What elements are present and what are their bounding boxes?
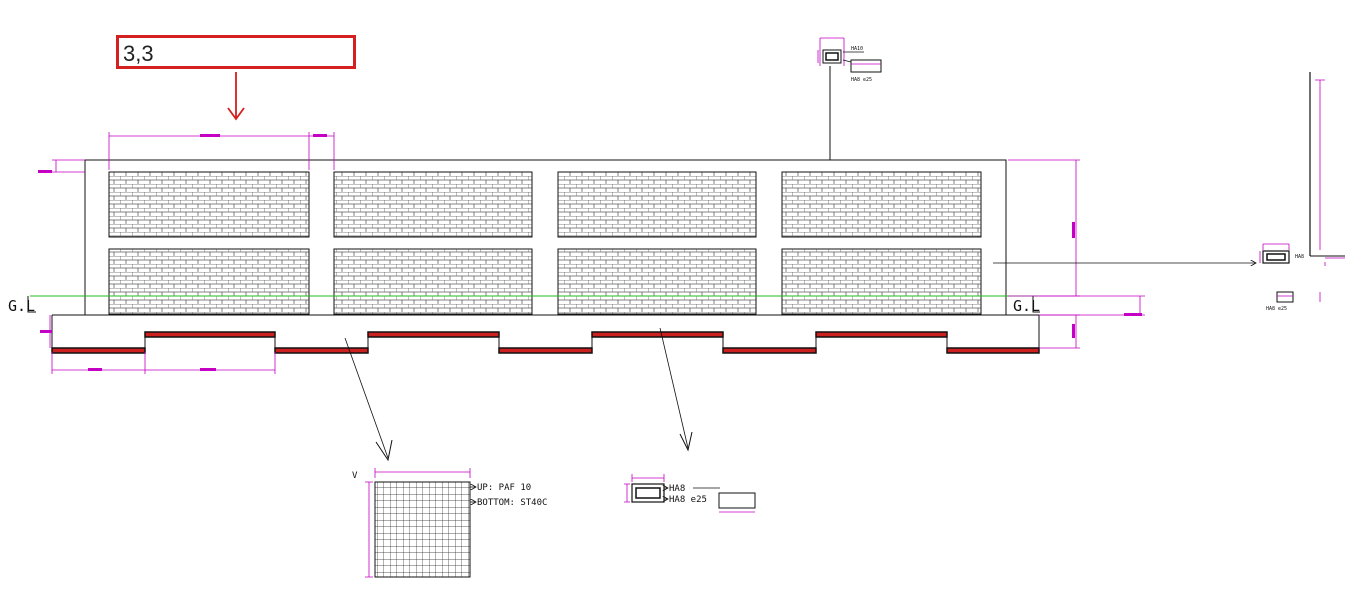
top-detail-bar-label: HA10 (851, 46, 863, 52)
callout-text: 3,3 (123, 41, 154, 66)
callout-arrow (227, 72, 245, 121)
beam-stirrup-label: HA8 e25 (669, 495, 707, 505)
dimension-lines (48, 132, 1145, 374)
beam-main-bar-label: HA8 (669, 484, 685, 494)
brick-panel (557, 171, 757, 238)
right-column-detail: HA8 HA8 e25 (993, 72, 1345, 312)
mesh-bottom-label: BOTTOM: ST40C (477, 498, 547, 508)
brick-panel (333, 171, 533, 238)
brick-panel (333, 248, 533, 315)
right-detail-stirrup-label: HA8 e25 (1266, 306, 1287, 312)
brick-panels (108, 171, 982, 315)
mesh-up-label: UP: PAF 10 (477, 483, 531, 493)
brick-panel (781, 248, 982, 315)
brick-panel (781, 171, 982, 238)
beam-section-detail: HA8 HA8 e25 (624, 327, 756, 513)
ground-level-marks: G.L G.L (8, 296, 1040, 315)
brick-panel (108, 248, 310, 315)
mesh-detail: V UP: PAF 10 BOTTOM: ST40C (344, 337, 547, 578)
footing-bars (51, 331, 1040, 354)
mesh-mark: V (352, 471, 358, 481)
dimension-ticks (38, 134, 1142, 371)
brick-panel (108, 171, 310, 238)
top-detail-stirrup-label: HA8 e25 (851, 77, 872, 83)
right-detail-bar-label: HA8 (1295, 254, 1304, 260)
callout-box: 3,3 (116, 35, 356, 69)
brick-panel (557, 248, 757, 315)
top-column-detail: HA10 HA8 e25 (817, 37, 882, 160)
